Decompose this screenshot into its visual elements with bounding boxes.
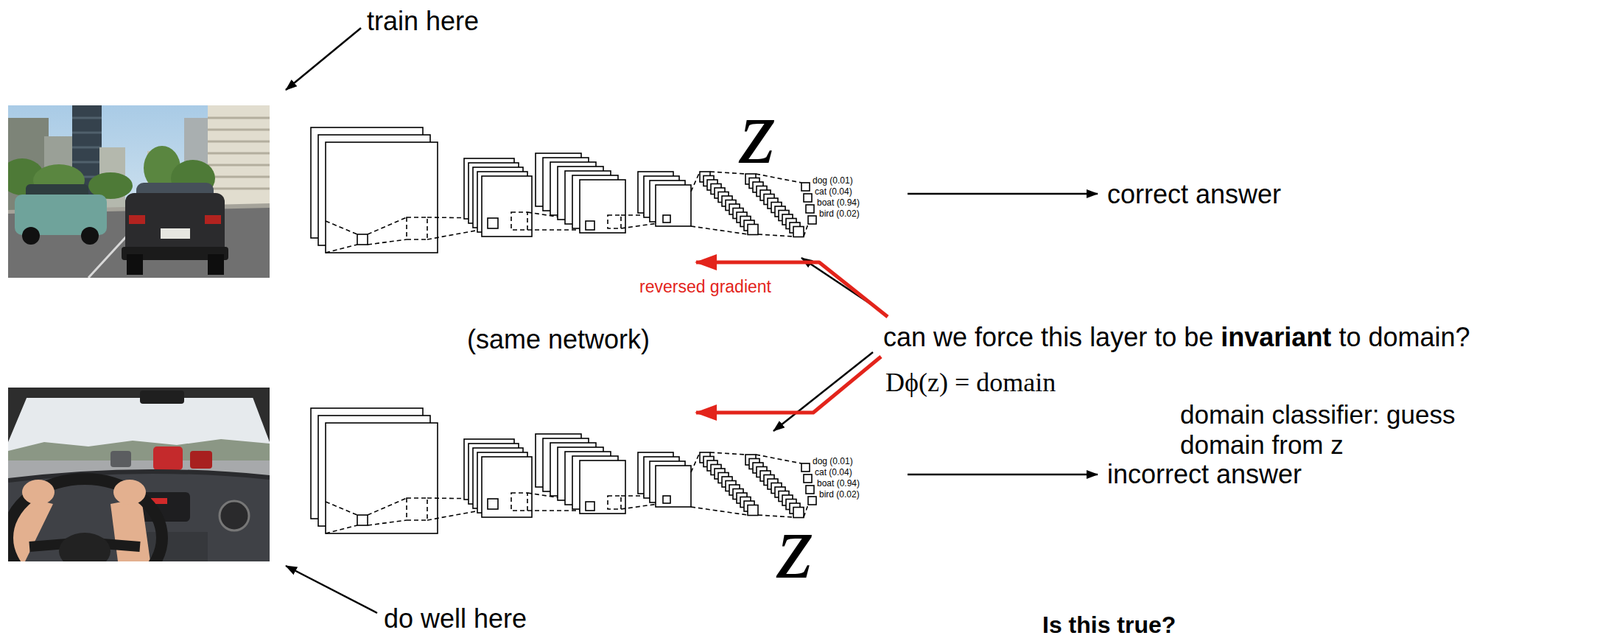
city-street-photo-part: [207, 254, 224, 275]
cnn-network-bottom: [310, 408, 817, 534]
car-interior-photo: [8, 387, 270, 562]
car-interior-photo-part: [8, 471, 270, 562]
city-street-photo-part: [22, 226, 40, 245]
latent-variable: z: [739, 86, 776, 179]
city-street-photo-part: [81, 226, 99, 245]
annotation-text: train here: [366, 5, 479, 37]
city-street-photo-part: [204, 215, 221, 224]
car-interior-photo-part: [8, 439, 270, 465]
latent-variable: z: [777, 500, 814, 594]
leader-arrows: [285, 27, 1098, 613]
city-street-photo-part: [72, 117, 102, 177]
class-probability: cat (0.04): [814, 467, 853, 478]
car-interior-photo-part: [8, 387, 31, 442]
car-interior-photo-part: [113, 479, 146, 505]
car-interior-photo-part: [219, 500, 249, 531]
emphasis-text: invariant: [1220, 321, 1332, 353]
car-interior-photo-part: [139, 390, 185, 404]
city-street-photo-part: [160, 228, 191, 239]
car-interior-photo-part: [8, 387, 270, 398]
class-probability: cat (0.04): [814, 186, 853, 197]
question-heading: Is this true?: [1042, 612, 1176, 637]
math-formula: Dϕ(z) = domain: [885, 366, 1056, 399]
car-interior-photo-part: [8, 387, 270, 562]
leader-arrows-part: [285, 27, 361, 90]
question-line: can we force this layer to beinvariantto…: [883, 321, 1471, 353]
city-street-photo-part: [8, 105, 270, 278]
city-street-photo-part: [128, 215, 146, 224]
city-street-photo-part: [207, 117, 270, 189]
city-street-photo-part: [125, 193, 225, 256]
car-interior-photo-part: [110, 450, 132, 468]
class-probability: bird (0.02): [819, 208, 860, 219]
car-interior-photo-part: [58, 532, 111, 562]
leader-arrows-part: [907, 473, 1098, 476]
question-text: to domain?: [1338, 321, 1470, 353]
class-probability: bird (0.02): [819, 489, 860, 500]
class-probability: dog (0.01): [812, 175, 854, 186]
gradient-label: reversed gradient: [639, 276, 772, 298]
reversed-gradient-arrows-part: [696, 356, 882, 413]
class-probability: dog (0.01): [812, 455, 854, 467]
car-interior-photo-part: [8, 471, 270, 481]
description-text: domain classifier: guess domain from z: [1180, 399, 1461, 460]
car-interior-photo-part: [248, 387, 270, 442]
car-interior-photo-part: [8, 478, 163, 562]
outcome-text: correct answer: [1107, 178, 1282, 210]
class-probability: boat (0.94): [816, 197, 860, 208]
annotation-text: (same network): [467, 323, 650, 356]
city-street-photo-part: [126, 254, 143, 275]
leader-arrows-part: [285, 565, 378, 613]
annotation-text: do well here: [383, 602, 527, 635]
leader-arrows-part: [773, 352, 873, 431]
car-interior-photo-part: [153, 446, 183, 470]
question-text: can we force this layer to be: [883, 321, 1214, 353]
city-street-photo: [8, 105, 270, 278]
class-probability: boat (0.94): [816, 478, 860, 489]
outcome-text: incorrect answer: [1107, 458, 1302, 490]
car-interior-photo-part: [22, 479, 55, 505]
car-interior-photo-part: [190, 450, 213, 469]
leader-arrows-part: [907, 193, 1098, 196]
